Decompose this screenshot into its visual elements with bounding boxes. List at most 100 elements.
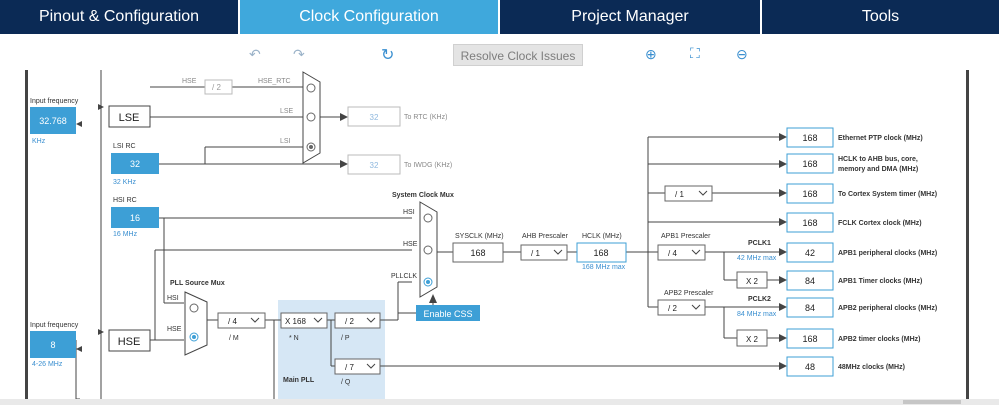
zoom-out-icon[interactable]: ⊖: [736, 46, 748, 62]
hclk-max: 168 MHz max: [582, 264, 626, 271]
zoom-in-icon[interactable]: ⊕: [645, 46, 657, 62]
rtc-mux-radio-hse[interactable]: [306, 83, 316, 93]
lsi-value-box: [111, 153, 159, 174]
output-ethernet-ptp-box[interactable]: [786, 127, 834, 148]
output-48mhz-value: 48: [805, 362, 815, 372]
pll-m-divider[interactable]: [217, 312, 266, 329]
chevron-down-icon: [313, 317, 323, 323]
refresh-icon[interactable]: ↻: [381, 47, 395, 64]
rtc-output-value: 32: [370, 113, 379, 122]
iwdg-output-value: 32: [370, 161, 379, 170]
apb2-timer-multiplier-value: X 2: [746, 335, 759, 344]
chevron-down-icon: [366, 363, 376, 369]
output-apb2-timer-box[interactable]: [786, 328, 834, 349]
rtc-mux-radio-lse[interactable]: [306, 112, 316, 122]
enable-css-button[interactable]: [416, 305, 480, 321]
pll-mux-radio-hsi[interactable]: [189, 303, 199, 313]
rtc-output-label: To RTC (KHz): [404, 114, 447, 121]
iwdg-output-box: [347, 154, 401, 175]
pclk2-label: PCLK2: [748, 296, 771, 303]
sysmux-radio-hse[interactable]: [423, 245, 433, 255]
chevron-down-icon: [691, 249, 701, 255]
lse-block-label: LSE: [119, 112, 140, 124]
apb1-prescaler-select[interactable]: [657, 244, 706, 261]
output-48mhz-box[interactable]: [786, 356, 834, 377]
pll-q-label: / Q: [341, 379, 351, 386]
clock-tree-diagram: Input frequency 32.768 KHz LSE LSI RC 32…: [25, 70, 969, 400]
pll-n-value: X 168: [285, 317, 306, 326]
pll-source-mux: [184, 291, 208, 356]
left-border: [25, 70, 28, 400]
pll-q-value: / 7: [345, 363, 354, 372]
chevron-down-icon: [553, 249, 563, 255]
rtc-hse-divider[interactable]: [204, 79, 233, 95]
hsi-value: 16: [130, 213, 140, 223]
hse-frequency-value: 8: [50, 340, 55, 350]
hse-block: [108, 329, 151, 352]
output-48mhz-label: 48MHz clocks (MHz): [838, 364, 905, 371]
ahb-prescaler-label: AHB Prescaler: [522, 233, 569, 240]
redo-icon[interactable]: ↷: [293, 46, 305, 62]
pll-source-mux-title: PLL Source Mux: [170, 280, 225, 287]
sysmux-radio-hsi[interactable]: [423, 213, 433, 223]
rtc-hse-divider-value: / 2: [212, 83, 221, 92]
apb2-prescaler-label: APB2 Prescaler: [664, 290, 714, 297]
lsi-caption: LSI RC: [113, 143, 136, 150]
output-apb2-timer-value: 168: [802, 334, 817, 344]
output-fclk-value: 168: [802, 218, 817, 228]
hsi-value-box: [111, 207, 159, 228]
chevron-down-icon: [691, 304, 701, 310]
output-hclk-ahb-label-line2: memory and DMA (MHz): [838, 166, 918, 173]
sysclk-value: 168: [470, 248, 485, 258]
undo-icon[interactable]: ↶: [249, 46, 261, 62]
cortex-timer-divider[interactable]: [664, 185, 713, 202]
output-ethernet-ptp-value: 168: [802, 133, 817, 143]
tab-project-manager[interactable]: Project Manager: [500, 0, 762, 34]
apb1-prescaler-label: APB1 Prescaler: [661, 233, 711, 240]
horizontal-scrollbar[interactable]: [0, 399, 999, 405]
output-apb1-peripheral-label: APB1 peripheral clocks (MHz): [838, 250, 937, 257]
scrollbar-thumb[interactable]: [903, 400, 961, 404]
lse-unit: KHz: [32, 138, 46, 145]
hclk-input[interactable]: [576, 242, 627, 263]
output-hclk-ahb-value: 168: [802, 159, 817, 169]
lse-frequency-input[interactable]: [30, 107, 76, 134]
output-apb2-timer-label: APB2 timer clocks (MHz): [838, 336, 920, 343]
ahb-prescaler-select[interactable]: [520, 244, 568, 261]
rtc-output-box: [347, 106, 401, 127]
output-apb1-timer-box[interactable]: [786, 270, 834, 291]
tab-tools[interactable]: Tools: [762, 0, 999, 34]
output-apb1-peripheral-box[interactable]: [786, 242, 834, 263]
hclk-value: 168: [593, 248, 608, 258]
tab-clock-configuration[interactable]: Clock Configuration: [240, 0, 500, 34]
pll-p-divider[interactable]: [334, 312, 381, 329]
hsi-caption: HSI RC: [113, 197, 137, 204]
lsi-value: 32: [130, 159, 140, 169]
output-apb1-timer-value: 84: [805, 276, 815, 286]
output-apb2-peripheral-box[interactable]: [786, 297, 834, 318]
hse-frequency-input[interactable]: [30, 331, 76, 358]
lse-frequency-value: 32.768: [39, 116, 67, 126]
output-hclk-ahb-box[interactable]: [786, 153, 834, 174]
resolve-clock-issues-button[interactable]: Resolve Clock Issues: [453, 44, 583, 66]
pll-n-multiplier[interactable]: [280, 312, 328, 329]
output-apb1-peripheral-value: 42: [805, 248, 815, 258]
tab-pinout-configuration[interactable]: Pinout & Configuration: [0, 0, 240, 34]
output-cortex-timer-box[interactable]: [786, 183, 834, 204]
lsi-unit: 32 KHz: [113, 179, 136, 186]
sysmux-pllclk-label: PLLCLK: [391, 273, 417, 280]
pll-mux-hse-label: HSE: [167, 326, 182, 333]
pll-q-divider[interactable]: [334, 358, 381, 375]
pll-p-value: / 2: [345, 317, 354, 326]
chevron-down-icon: [250, 317, 260, 323]
apb2-prescaler-select[interactable]: [657, 299, 706, 316]
output-fclk-label: FCLK Cortex clock (MHz): [838, 220, 922, 227]
rtc-hse-label: HSE: [182, 78, 197, 85]
fit-screen-icon[interactable]: ⛶: [690, 45, 700, 61]
system-clock-mux-title: System Clock Mux: [392, 192, 454, 199]
output-fclk-box[interactable]: [786, 212, 834, 233]
rtc-lsi-label: LSI: [280, 138, 291, 145]
lse-block: [108, 105, 151, 128]
hsi-unit: 16 MHz: [113, 231, 138, 238]
sysclk-value-box: [452, 242, 504, 263]
